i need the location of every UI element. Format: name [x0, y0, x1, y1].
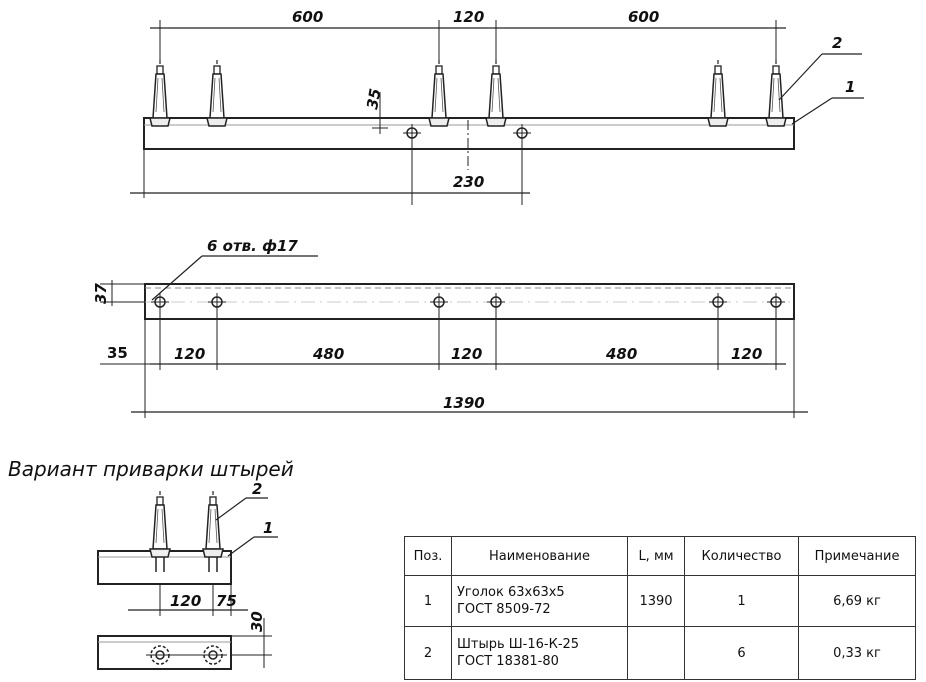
- row-name-line2: ГОСТ 8509-72: [457, 602, 551, 617]
- specification-table: Поз. Наименование L, мм Количество Приме…: [404, 536, 916, 680]
- variant-plan-view: 30: [97, 611, 272, 670]
- variant-title: Вариант приварки штырей: [8, 457, 294, 481]
- dim-plan-480-b: 480: [605, 345, 637, 363]
- dim-plan-120-a: 120: [174, 345, 205, 363]
- pin-front-5: [707, 59, 729, 127]
- row-pos: 2: [404, 626, 452, 680]
- dim-230: 230: [453, 173, 484, 191]
- dim-600-right: 600: [628, 8, 659, 26]
- row-note: 6,69 кг: [798, 575, 916, 627]
- pos-label-2: 2: [832, 34, 842, 52]
- variant-pin-2: [202, 490, 224, 558]
- front-view: [143, 59, 795, 170]
- angle-bar-plan: [144, 283, 795, 320]
- pin-front-1: [149, 59, 171, 127]
- variant-dim-120: 120: [170, 592, 201, 610]
- row-length: 1390: [627, 575, 685, 627]
- plan-view: [144, 283, 795, 320]
- col-name: Наименование: [451, 536, 628, 576]
- dim-plan-480-a: 480: [312, 345, 344, 363]
- pos-label-1: 1: [845, 78, 855, 96]
- row-name-line1: Штырь Ш-16-К-25: [457, 637, 580, 652]
- angle-bar-front: [143, 117, 795, 150]
- spec-header-row: Поз. Наименование L, мм Количество Приме…: [404, 536, 916, 576]
- row-name-line1: Уголок 63х63х5: [457, 585, 565, 600]
- front-dimensions: 600 120 600 35 230: [130, 8, 786, 205]
- dim-35-plan: 35: [107, 344, 128, 362]
- variant-pos-label-2: 2: [252, 480, 262, 498]
- pin-front-6: [765, 59, 787, 127]
- variant-pin-1: [149, 490, 171, 558]
- holes-note: 6 отв. ф17: [207, 237, 298, 255]
- row-qty: 6: [684, 626, 799, 680]
- leaders-main: 2 1: [778, 34, 864, 125]
- row-note: 0,33 кг: [798, 626, 916, 680]
- pin-front-4: [485, 59, 507, 127]
- row-pos: 1: [404, 575, 452, 627]
- dim-35-top: 35: [363, 87, 384, 111]
- variant-pos-label-1: 1: [263, 519, 273, 537]
- col-length: L, мм: [627, 536, 685, 576]
- dim-plan-120-c: 120: [731, 345, 762, 363]
- pin-front-3: [428, 59, 450, 127]
- col-note: Примечание: [798, 536, 916, 576]
- variant-front-view: 120 75 2 1: [97, 480, 278, 616]
- dim-600-left: 600: [292, 8, 323, 26]
- dim-plan-120-b: 120: [451, 345, 482, 363]
- variant-dim-75: 75: [216, 592, 237, 610]
- col-pos: Поз.: [404, 536, 452, 576]
- row-length: [627, 626, 685, 680]
- dim-37: 37: [92, 283, 110, 304]
- variant-dim-30: 30: [248, 611, 266, 632]
- dim-1390: 1390: [443, 394, 485, 412]
- plan-dimensions: 6 отв. ф17 37 35 120 480 120 480 120 139…: [92, 237, 808, 418]
- pin-front-2: [206, 59, 228, 127]
- row-qty: 1: [684, 575, 799, 627]
- row-name-line2: ГОСТ 18381-80: [457, 654, 559, 669]
- dim-120-top: 120: [453, 8, 484, 26]
- col-qty: Количество: [684, 536, 799, 576]
